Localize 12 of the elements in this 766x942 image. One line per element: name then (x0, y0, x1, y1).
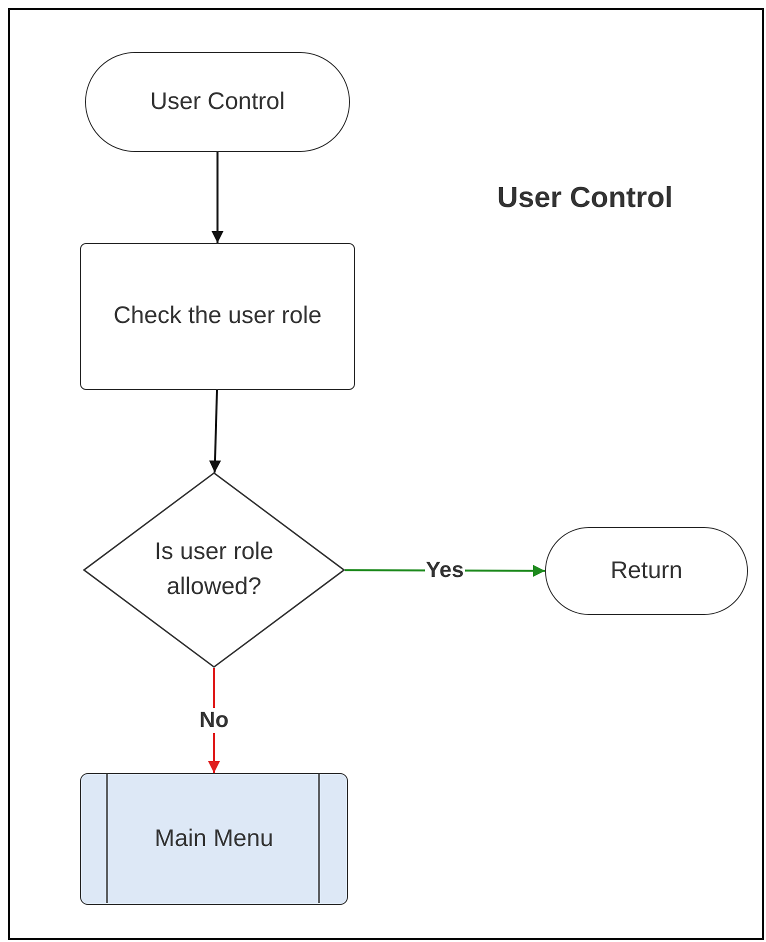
node-text: Return (610, 556, 683, 586)
node-text: Check the user role (113, 301, 322, 332)
node-text: Is user role allowed? (154, 537, 274, 602)
process-box (80, 243, 355, 390)
arrow (209, 390, 221, 473)
diagram-title: User Control (496, 181, 674, 216)
decision-diamond (83, 472, 345, 668)
node-text: Main Menu (154, 824, 274, 854)
arrow (212, 152, 224, 243)
edge-label: No (198, 708, 230, 733)
predefined-process-box (80, 773, 348, 905)
node-text: User Control (150, 86, 285, 117)
